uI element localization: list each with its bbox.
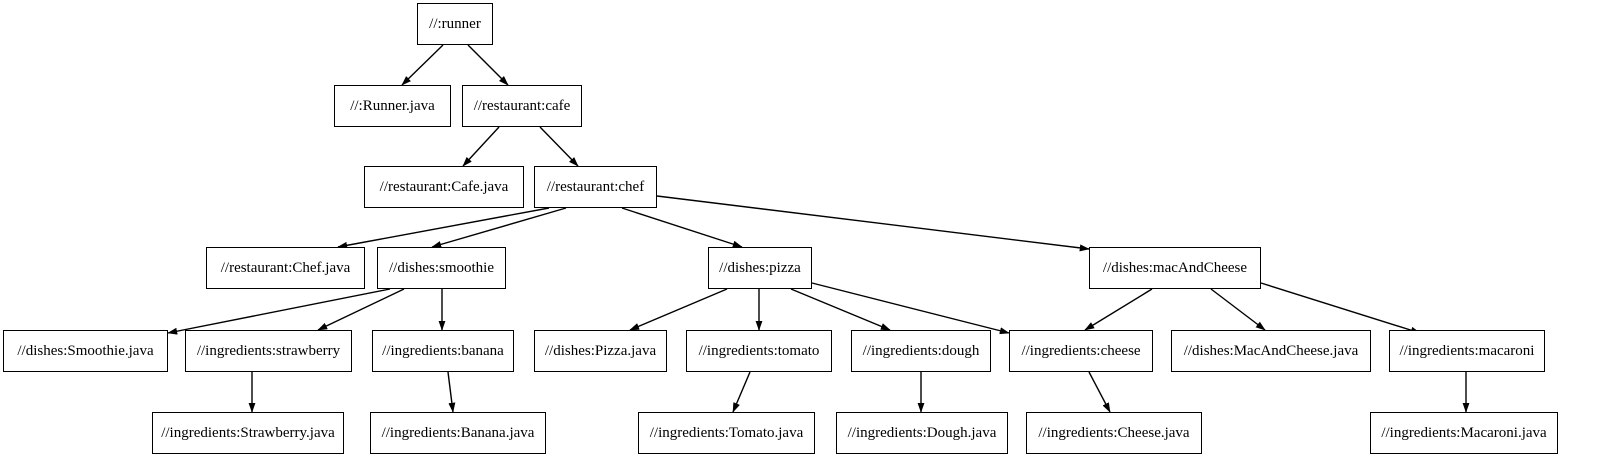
graph-node-ing_tomato_java[interactable]: //ingredients:Tomato.java: [638, 412, 815, 454]
graph-node-label: //dishes:macAndCheese: [1102, 259, 1248, 276]
graph-node-label: //dishes:Smoothie.java: [17, 342, 154, 359]
graph-node-ing_cheese_java[interactable]: //ingredients:Cheese.java: [1026, 412, 1202, 454]
graph-node-label: //ingredients:Macaroni.java: [1381, 424, 1547, 441]
graph-node-ing_cheese[interactable]: //ingredients:cheese: [1009, 330, 1153, 372]
graph-node-ing_strawberry[interactable]: //ingredients:strawberry: [185, 330, 352, 372]
graph-node-label: //restaurant:Chef.java: [220, 259, 351, 276]
graph-node-ing_dough_java[interactable]: //ingredients:Dough.java: [836, 412, 1008, 454]
graph-node-label: //dishes:smoothie: [389, 259, 494, 276]
graph-node-label: //dishes:MacAndCheese.java: [1183, 342, 1359, 359]
graph-node-dishes_pizza_java[interactable]: //dishes:Pizza.java: [534, 330, 667, 372]
graph-node-label: //restaurant:chef: [546, 178, 645, 195]
graph-node-label: //ingredients:cheese: [1021, 342, 1141, 359]
graph-node-label: //ingredients:Tomato.java: [649, 424, 804, 441]
graph-node-label: //:Runner.java: [350, 97, 435, 114]
graph-node-ing_tomato[interactable]: //ingredients:tomato: [686, 330, 832, 372]
graph-node-runner_java[interactable]: //:Runner.java: [334, 85, 451, 127]
graph-node-dishes_pizza[interactable]: //dishes:pizza: [708, 247, 812, 289]
graph-node-ing_strawberry_java[interactable]: //ingredients:Strawberry.java: [152, 412, 344, 454]
graph-node-restaurant_chef[interactable]: //restaurant:chef: [534, 166, 657, 208]
graph-node-ing_macaroni_java[interactable]: //ingredients:Macaroni.java: [1370, 412, 1558, 454]
graph-node-label: //ingredients:dough: [862, 342, 980, 359]
graph-node-label: //ingredients:strawberry: [196, 342, 341, 359]
graph-node-dishes_macandcheese[interactable]: //dishes:macAndCheese: [1089, 247, 1261, 289]
graph-node-label: //ingredients:Strawberry.java: [161, 424, 335, 441]
graph-node-label: //ingredients:Cheese.java: [1038, 424, 1190, 441]
graph-node-label: //:runner: [429, 15, 481, 32]
graph-node-restaurant_chef_java[interactable]: //restaurant:Chef.java: [206, 247, 365, 289]
graph-node-label: //ingredients:Dough.java: [847, 424, 997, 441]
graph-node-dishes_macandcheese_java[interactable]: //dishes:MacAndCheese.java: [1171, 330, 1371, 372]
graph-node-dishes_smoothie[interactable]: //dishes:smoothie: [377, 247, 506, 289]
graph-node-ing_dough[interactable]: //ingredients:dough: [851, 330, 991, 372]
graph-node-label: //ingredients:Banana.java: [381, 424, 535, 441]
graph-node-ing_macaroni[interactable]: //ingredients:macaroni: [1389, 330, 1545, 372]
graph-node-label: //restaurant:Cafe.java: [379, 178, 509, 195]
graph-node-label: //ingredients:tomato: [698, 342, 820, 359]
graph-node-label: //ingredients:macaroni: [1399, 342, 1535, 359]
graph-node-ing_banana[interactable]: //ingredients:banana: [372, 330, 514, 372]
graph-node-label: //dishes:pizza: [719, 259, 801, 276]
graph-node-label: //restaurant:cafe: [473, 97, 571, 114]
graph-node-restaurant_cafe[interactable]: //restaurant:cafe: [462, 85, 582, 127]
graph-node-label: //dishes:Pizza.java: [544, 342, 657, 359]
graph-node-dishes_smoothie_java[interactable]: //dishes:Smoothie.java: [3, 330, 168, 372]
graph-node-label: //ingredients:banana: [382, 342, 504, 359]
graph-node-restaurant_cafe_java[interactable]: //restaurant:Cafe.java: [364, 166, 524, 208]
graph-node-ing_banana_java[interactable]: //ingredients:Banana.java: [370, 412, 546, 454]
graph-node-runner[interactable]: //:runner: [417, 3, 493, 45]
